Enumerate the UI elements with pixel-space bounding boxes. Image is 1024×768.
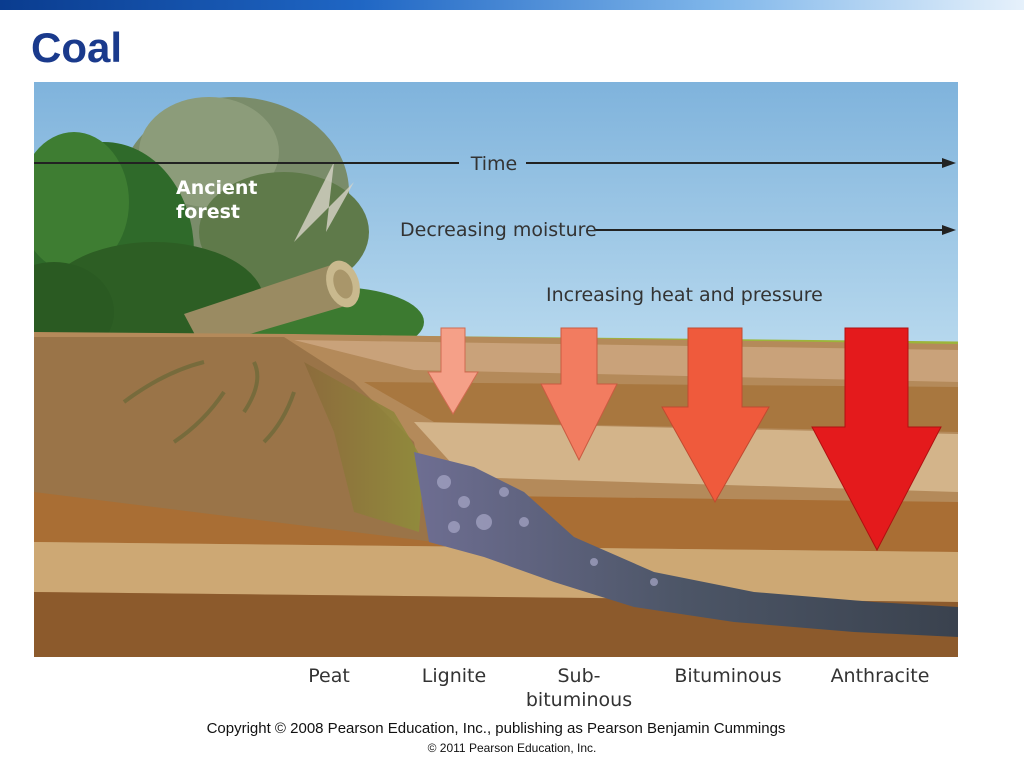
copyright-main: Copyright © 2008 Pearson Education, Inc.…: [206, 720, 786, 737]
heat-arrow-lignite: [427, 327, 479, 415]
heat-arrow-anthracite: [811, 327, 942, 552]
stage-label-subbituminous: Sub- bituminous: [525, 665, 633, 711]
heat-arrow-bituminous: [661, 327, 770, 504]
moisture-label: Decreasing moisture: [400, 219, 597, 241]
forest-label-line-1: Ancient: [176, 177, 258, 199]
forest-label: Ancient forest: [176, 177, 264, 223]
stage-label-lignite: Lignite: [421, 665, 487, 687]
moisture-arrow: Decreasing moisture: [400, 219, 956, 241]
forest-label-line-2: forest: [176, 201, 240, 223]
time-label: Time: [470, 153, 518, 175]
coal-chunks: [437, 475, 658, 586]
time-arrow: Time: [34, 153, 956, 175]
stage-label-peat: Peat: [308, 665, 350, 687]
copyright-sub: © 2011 Pearson Education, Inc.: [427, 741, 597, 755]
heat-pressure-label: Increasing heat and pressure: [546, 284, 823, 306]
fossil-prints: [122, 360, 296, 444]
coal-diagram-svg: Time Decreasing moisture Increasing heat…: [34, 82, 958, 657]
top-accent-bar: [0, 0, 1024, 10]
stage-label-bituminous: Bituminous: [674, 665, 782, 687]
stage-label-anthracite: Anthracite: [830, 665, 930, 687]
slide-title: Coal: [31, 24, 123, 71]
coal-seam: [414, 452, 958, 637]
heat-arrow-subbituminous: [540, 327, 618, 462]
fallen-log: [184, 260, 360, 348]
coal-formation-figure: Time Decreasing moisture Increasing heat…: [34, 82, 958, 657]
